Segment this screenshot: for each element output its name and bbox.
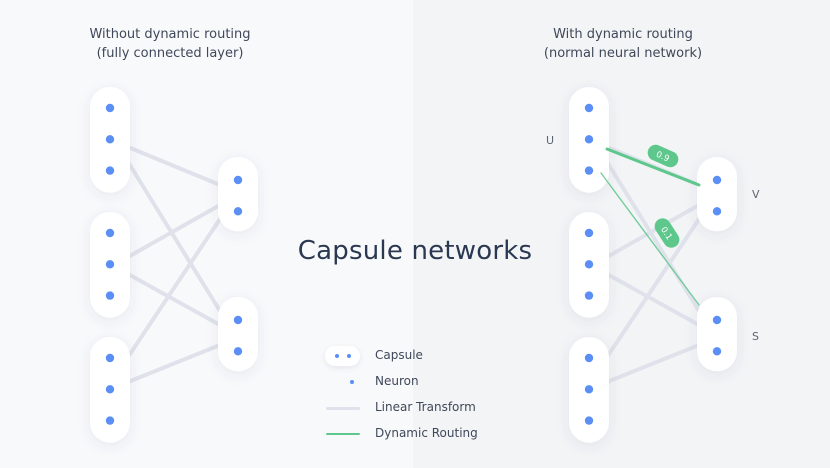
right-output-capsule: [697, 157, 737, 232]
dynamic-routing-line-icon: [322, 421, 362, 447]
right-heading-line1: With dynamic routing: [553, 27, 693, 42]
neuron-dot: [584, 228, 594, 238]
left-output-capsule: [218, 157, 258, 232]
right-linear-transform-edge: [605, 203, 701, 259]
neuron-icon: [322, 369, 362, 395]
right-output-capsule: [697, 297, 737, 372]
main-title: Capsule networks: [297, 236, 533, 266]
right-linear-transform-edge: [605, 272, 701, 327]
neuron-dot: [233, 207, 243, 216]
linear-transform-line-icon: [322, 395, 362, 421]
neuron-dot: [105, 416, 115, 425]
right-heading-line2: (normal neural network): [543, 46, 703, 61]
right-linear-transform-edge: [605, 160, 701, 313]
left-input-capsule: [90, 337, 130, 443]
node-label-s: S: [752, 330, 759, 343]
badge-pill: [647, 144, 679, 168]
legend-label: Linear Transform: [375, 400, 476, 414]
left-input-capsule: [90, 87, 130, 193]
neuron-dot: [584, 135, 594, 144]
neuron-dot: [712, 207, 722, 216]
neuron-dot: [105, 291, 115, 300]
neuron-dot: [584, 291, 594, 300]
left-linear-transform-edge: [126, 203, 222, 259]
neuron-dot: [584, 416, 594, 425]
left-linear-transform-edge: [126, 343, 222, 384]
neuron-dot: [105, 260, 115, 269]
routing-weight-badge: 0.9: [647, 144, 679, 168]
neuron-dot: [712, 315, 722, 325]
right-linear-transform-edge: [605, 217, 701, 359]
node-label-u: U: [546, 134, 555, 147]
right-input-capsule: [569, 212, 609, 318]
left-linear-transform-edge: [126, 145, 222, 187]
neuron-dot: [105, 353, 115, 363]
dynamic-routing-edge: [605, 147, 701, 187]
neuron-dot: [584, 103, 594, 113]
node-label-v: V: [752, 188, 760, 201]
capsule-body: [697, 297, 737, 372]
neuron-dot: [584, 353, 594, 363]
capsule-body: [218, 297, 258, 372]
left-heading-line2: (fully connected layer): [96, 46, 244, 61]
dynamic-routing-edge: [600, 172, 700, 306]
neuron-dot: [233, 347, 243, 356]
neuron-dot: [584, 385, 594, 394]
capsule-body: [697, 157, 737, 232]
right-background-panel: [413, 0, 830, 468]
neuron-dot: [584, 166, 594, 175]
neuron-dot: [584, 260, 594, 269]
neuron-dot: [105, 228, 115, 238]
legend-label: Capsule: [375, 348, 423, 362]
capsule-body: [218, 157, 258, 232]
legend-label: Neuron: [375, 374, 419, 388]
right-linear-transform-edge: [605, 343, 701, 384]
left-output-capsule: [218, 297, 258, 372]
neuron-dot: [105, 166, 115, 175]
neuron-dot: [712, 175, 722, 185]
left-heading-line1: Without dynamic routing: [89, 27, 251, 42]
left-input-capsule: [90, 212, 130, 318]
left-linear-transform-edge: [126, 217, 222, 359]
neuron-dot: [712, 347, 722, 356]
left-linear-transform-edge: [126, 272, 222, 327]
right-input-capsule: [569, 87, 609, 193]
routing-weight-badge: 0.1: [654, 218, 680, 248]
neuron-dot: [105, 385, 115, 394]
legend-label: Dynamic Routing: [375, 426, 478, 440]
left-diagram-heading: Without dynamic routing (fully connected…: [40, 25, 300, 63]
right-diagram-heading: With dynamic routing (normal neural netw…: [493, 25, 753, 63]
neuron-dot: [233, 175, 243, 185]
capsule-icon: [322, 343, 362, 369]
neuron-dot: [105, 135, 115, 144]
right-input-capsule: [569, 337, 609, 443]
badge-pill: [654, 218, 680, 248]
left-linear-transform-edge: [126, 160, 222, 313]
neuron-dot: [233, 315, 243, 325]
neuron-dot: [105, 103, 115, 113]
